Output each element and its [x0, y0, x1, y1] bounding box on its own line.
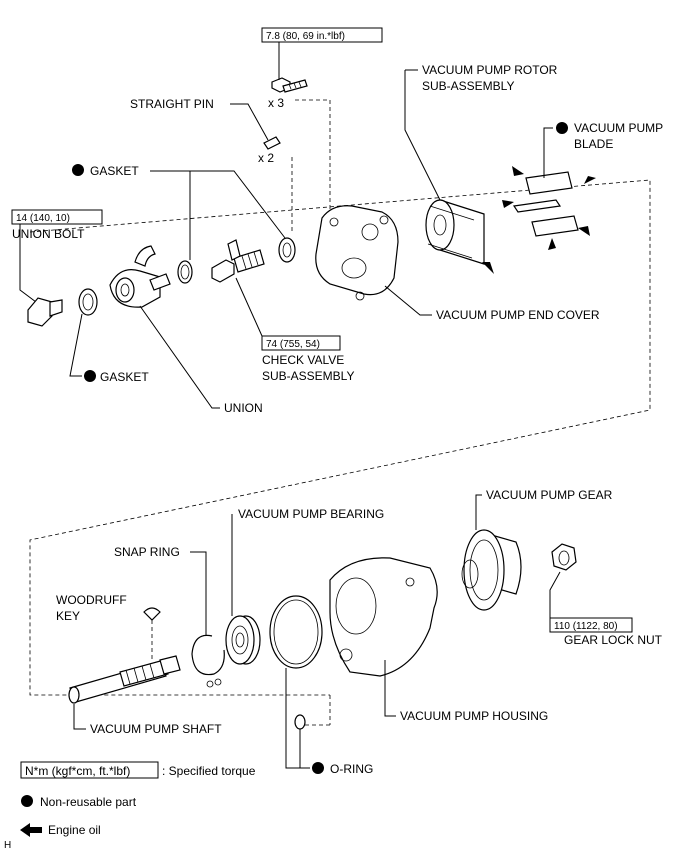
union-bolt-torque-text: 14 (140, 10)	[16, 213, 70, 224]
union-leader	[139, 305, 220, 409]
housing-leader	[384, 660, 396, 717]
woodruff-label-1: WOODRUFF	[56, 593, 127, 607]
union-bolt-leader	[19, 224, 41, 306]
corner-mark: H	[4, 840, 11, 851]
gear-nut-label: GEAR LOCK NUT	[564, 633, 663, 647]
gear-label: VACUUM PUMP GEAR	[486, 488, 613, 502]
union-fitting	[109, 245, 171, 308]
gasket-top-label: GASKET	[90, 164, 139, 178]
small-o-ring	[294, 714, 306, 730]
engine-oil-arrow-blade-3	[502, 200, 514, 208]
o-ring-label: O-RING	[330, 762, 373, 776]
engine-oil-arrow-blade-5	[548, 238, 556, 250]
rotor-label-2: SUB-ASSEMBLY	[422, 79, 514, 93]
non-reusable-dot-o-ring	[312, 762, 324, 774]
rotor-label-1: VACUUM PUMP ROTOR	[422, 63, 558, 77]
legend-engine-oil-arrow	[20, 823, 42, 837]
engine-oil-arrow-blade-1	[512, 166, 524, 176]
vacuum-pump-rotor	[425, 199, 485, 265]
gasket-middle	[177, 260, 193, 284]
snap-ring	[191, 634, 225, 688]
straight-pin	[263, 136, 281, 150]
legend-non-reusable: Non-reusable part	[40, 795, 137, 809]
vacuum-pump-bearing	[225, 615, 261, 665]
check-valve-torque-text: 74 (755, 54)	[266, 339, 320, 350]
gear-lock-nut	[551, 543, 577, 571]
gasket-bottom-leader	[69, 313, 83, 377]
woodruff-label-2: KEY	[56, 609, 80, 623]
blade-label-2: BLADE	[574, 137, 613, 151]
shaft-label: VACUUM PUMP SHAFT	[90, 722, 222, 736]
blade-leader	[543, 127, 553, 178]
vacuum-pump-housing	[329, 557, 438, 677]
check-valve-label-2: SUB-ASSEMBLY	[262, 369, 354, 383]
union-bolt-torque-box	[11, 209, 103, 225]
end-cover-label: VACUUM PUMP END COVER	[436, 308, 600, 322]
check-valve-label-1: CHECK VALVE	[262, 353, 344, 367]
gasket-top-leader-1	[150, 170, 191, 260]
vacuum-pump-end-cover	[315, 205, 399, 301]
check-valve	[211, 239, 265, 283]
legend-torque-box	[20, 761, 159, 779]
gasket-left	[78, 288, 98, 316]
gasket-end-cover	[278, 237, 296, 263]
woodruff-key	[143, 607, 161, 621]
union-label: UNION	[224, 401, 263, 415]
check-valve-torque-box	[261, 335, 341, 351]
engine-oil-arrow-blade-4	[578, 226, 590, 236]
non-reusable-dot-gasket-bottom	[84, 370, 96, 382]
union-bolt	[27, 297, 63, 327]
straight-pin-leader	[230, 103, 269, 141]
straight-pin-quantity: x 2	[258, 151, 274, 165]
end-cover-leader	[384, 285, 432, 316]
engine-oil-arrow-rotor	[482, 262, 494, 274]
bolt-torque-box	[261, 27, 383, 43]
legend-non-reusable-dot	[21, 795, 33, 807]
snap-ring-label: SNAP RING	[114, 545, 180, 559]
housing-o-ring	[269, 595, 323, 669]
bolt-torque-text: 7.8 (80, 69 in.*lbf)	[266, 31, 345, 42]
gear-nut-torque-box	[549, 617, 633, 633]
non-reusable-dot-blade	[556, 122, 568, 134]
snap-ring-leader	[190, 551, 207, 636]
straight-pin-label: STRAIGHT PIN	[130, 97, 214, 111]
vacuum-pump-gear	[461, 529, 522, 611]
gasket-bottom-label: GASKET	[100, 370, 149, 384]
o-ring-leader	[285, 668, 310, 769]
blade-label-1: VACUUM PUMP	[574, 121, 663, 135]
non-reusable-dot-gasket-top	[72, 164, 84, 176]
gear-nut-leader	[549, 571, 561, 618]
vacuum-pump-blades	[512, 171, 579, 237]
bolt-quantity: x 3	[268, 96, 284, 110]
legend-torque-desc: : Specified torque	[162, 764, 256, 778]
gear-leader	[475, 494, 482, 530]
legend-torque-unit: N*m (kgf*cm, ft.*lbf)	[25, 764, 130, 778]
rotor-leader	[404, 70, 441, 201]
housing-label: VACUUM PUMP HOUSING	[400, 709, 548, 723]
vacuum-pump-shaft	[68, 655, 181, 704]
union-bolt-label: UNION BOLT	[12, 227, 85, 241]
gear-nut-torque-text: 110 (1122, 80)	[554, 621, 618, 632]
mounting-bolt	[271, 77, 308, 93]
check-valve-leader	[235, 277, 263, 337]
shaft-leader	[73, 704, 86, 730]
bearing-label: VACUUM PUMP BEARING	[238, 507, 384, 521]
gasket-top-leader-2	[190, 170, 286, 239]
engine-oil-arrow-blade-2	[584, 176, 596, 184]
legend-engine-oil: Engine oil	[48, 823, 101, 837]
